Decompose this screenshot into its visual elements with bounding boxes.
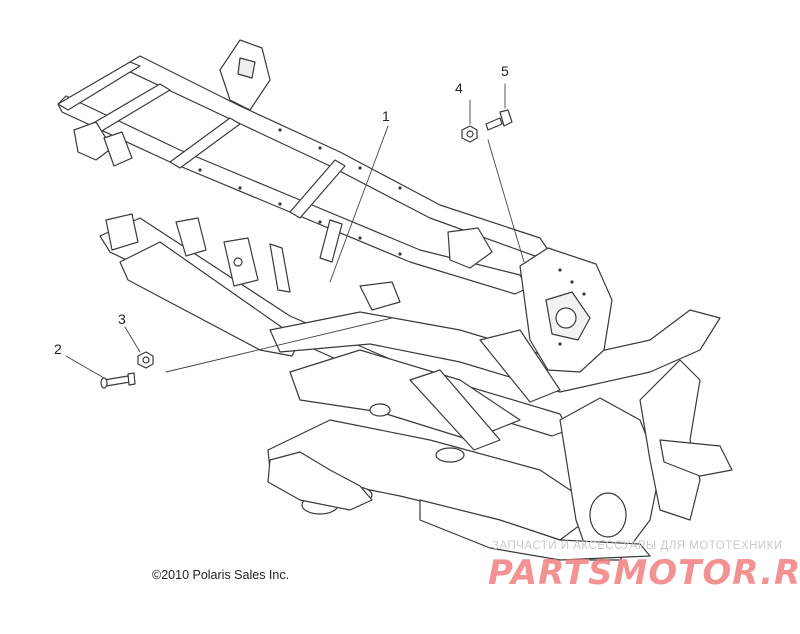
- upper-frame-part-1: [57, 39, 549, 311]
- nut-part-4: [461, 125, 478, 143]
- bolt-part-2: [100, 372, 136, 389]
- main-frame: [99, 213, 733, 561]
- copyright-text: ©2010 Polaris Sales Inc.: [152, 568, 290, 582]
- watermark-logo: PARTSMOTOR.RU: [488, 553, 800, 593]
- callout-2: 2: [54, 341, 62, 357]
- watermark-subtitle: ЗАПЧАСТИ И АКСЕССУАРЫ ДЛЯ МОТОТЕХНИКИ: [492, 540, 783, 552]
- nut-part-3: [137, 351, 154, 369]
- callout-1: 1: [382, 108, 390, 124]
- callout-3: 3: [118, 311, 126, 327]
- callout-4: 4: [455, 80, 463, 96]
- bolt-part-5: [485, 109, 513, 131]
- callout-5: 5: [501, 63, 509, 79]
